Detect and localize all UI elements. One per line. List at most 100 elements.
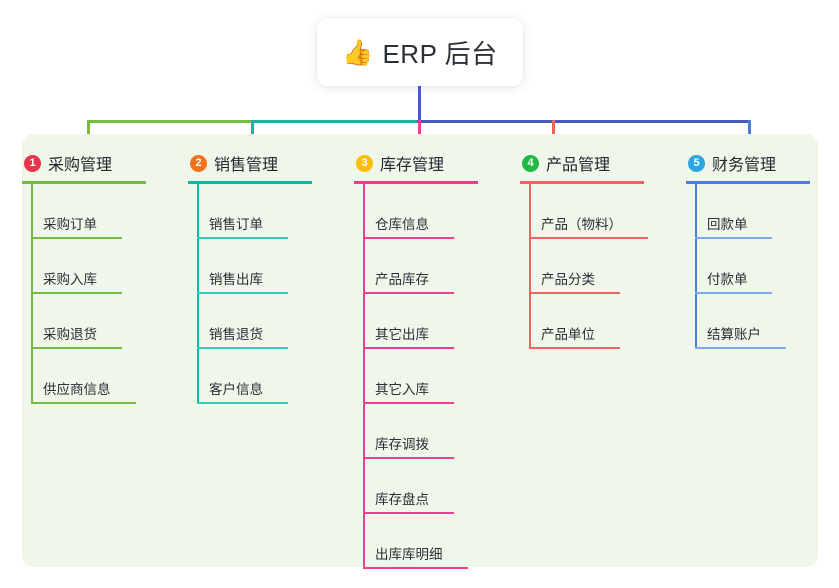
- module-badge-1: 1: [24, 154, 41, 172]
- module-item-rule: [363, 567, 468, 569]
- module-item-label: 其它入库: [375, 382, 429, 397]
- module-column-4: 4 产品管理产品（物料） 产品分类产品单位: [520, 150, 648, 349]
- module-header-rule-1: [22, 181, 146, 184]
- module-item-rule: [197, 402, 288, 404]
- module-item-label: 产品单位: [541, 327, 595, 342]
- module-column-5: 5 财务管理回款单付款单结算账户: [686, 150, 810, 349]
- module-item[interactable]: 供应商信息: [31, 349, 146, 404]
- module-item-label: 库存盘点: [375, 492, 429, 507]
- module-badge-2: 2: [190, 154, 207, 172]
- root-node-card[interactable]: 👍 ERP 后台: [317, 18, 523, 86]
- module-item[interactable]: 采购退货: [31, 294, 146, 349]
- module-header-2[interactable]: 2 销售管理: [188, 150, 312, 176]
- module-item-label: 其它出库: [375, 327, 429, 342]
- module-title-4: 产品管理: [546, 157, 611, 174]
- module-item-rule: [363, 237, 454, 239]
- connector-bar-segment-blue: [417, 120, 751, 123]
- module-header-4[interactable]: 4 产品管理: [520, 150, 644, 176]
- module-header-rule-4: [520, 181, 644, 184]
- module-item-rule: [529, 237, 648, 239]
- module-item-label: 产品（物料）: [541, 217, 622, 232]
- module-item-rule: [197, 347, 288, 349]
- module-item[interactable]: 其它出库: [363, 294, 478, 349]
- module-item[interactable]: 库存盘点: [363, 459, 478, 514]
- module-item-label: 销售订单: [209, 217, 263, 232]
- connector-trunk-vertical: [418, 86, 421, 122]
- module-item-rule: [363, 402, 454, 404]
- module-item-list-1: 采购订单采购入库采购退货供应商信息: [22, 184, 146, 404]
- module-header-rule-5: [686, 181, 810, 184]
- module-spine-5: [695, 184, 697, 349]
- module-item-rule: [31, 292, 122, 294]
- module-item-rule: [363, 292, 454, 294]
- module-title-1: 采购管理: [48, 157, 113, 174]
- module-item-rule: [31, 347, 122, 349]
- module-item[interactable]: 库存调拨: [363, 404, 478, 459]
- module-item-rule: [197, 292, 288, 294]
- module-item[interactable]: 结算账户: [695, 294, 810, 349]
- module-spine-3: [363, 184, 365, 569]
- module-item-label: 库存调拨: [375, 437, 429, 452]
- module-badge-4: 4: [522, 154, 539, 172]
- module-item-label: 结算账户: [707, 327, 761, 342]
- module-item-list-4: 产品（物料） 产品分类产品单位: [520, 184, 648, 349]
- module-item[interactable]: 出库库明细: [363, 514, 478, 569]
- module-item-label: 采购入库: [43, 272, 97, 287]
- module-item-label: 供应商信息: [43, 382, 111, 397]
- module-item[interactable]: 其它入库: [363, 349, 478, 404]
- module-spine-1: [31, 184, 33, 404]
- module-item[interactable]: 销售出库: [197, 239, 312, 294]
- module-header-rule-2: [188, 181, 312, 184]
- module-item-rule: [695, 292, 772, 294]
- module-item-label: 产品分类: [541, 272, 595, 287]
- module-item[interactable]: 客户信息: [197, 349, 312, 404]
- module-item[interactable]: 采购入库: [31, 239, 146, 294]
- module-item-list-5: 回款单付款单结算账户: [686, 184, 810, 349]
- root-node-title: ERP 后台: [382, 38, 498, 69]
- module-item-label: 产品库存: [375, 272, 429, 287]
- module-column-2: 2 销售管理销售订单销售出库销售退货客户信息: [188, 150, 312, 404]
- module-title-3: 库存管理: [380, 157, 445, 174]
- module-item[interactable]: 销售退货: [197, 294, 312, 349]
- module-item[interactable]: 仓库信息: [363, 184, 478, 239]
- module-item[interactable]: 产品分类: [529, 239, 644, 294]
- module-item[interactable]: 产品单位: [529, 294, 644, 349]
- module-spine-2: [197, 184, 199, 404]
- module-header-5[interactable]: 5 财务管理: [686, 150, 810, 176]
- module-title-2: 销售管理: [214, 157, 279, 174]
- module-item-list-3: 仓库信息产品库存其它出库其它入库库存调拨库存盘点出库库明细: [354, 184, 478, 569]
- module-item-rule: [695, 237, 772, 239]
- module-item[interactable]: 销售订单: [197, 184, 312, 239]
- module-item-label: 销售退货: [209, 327, 263, 342]
- module-item-label: 客户信息: [209, 382, 263, 397]
- thumbs-up-icon: 👍: [342, 37, 374, 67]
- module-item-rule: [363, 347, 454, 349]
- module-header-1[interactable]: 1 采购管理: [22, 150, 146, 176]
- module-item[interactable]: 付款单: [695, 239, 810, 294]
- module-item-rule: [363, 457, 454, 459]
- module-item-rule: [31, 237, 122, 239]
- module-item-rule: [197, 237, 288, 239]
- module-spine-4: [529, 184, 531, 349]
- modules-panel: [22, 134, 818, 567]
- module-item[interactable]: 回款单: [695, 184, 810, 239]
- module-item-label: 采购订单: [43, 217, 97, 232]
- module-item-rule: [31, 402, 136, 404]
- module-item[interactable]: 产品库存: [363, 239, 478, 294]
- module-item[interactable]: 产品（物料）: [529, 184, 648, 239]
- module-title-5: 财务管理: [712, 157, 777, 174]
- module-item-rule: [529, 292, 620, 294]
- module-header-rule-3: [354, 181, 478, 184]
- module-item-label: 销售出库: [209, 272, 263, 287]
- module-item-rule: [363, 512, 454, 514]
- module-badge-5: 5: [688, 154, 705, 172]
- module-item-label: 回款单: [707, 217, 748, 232]
- module-item-rule: [529, 347, 620, 349]
- module-item[interactable]: 采购订单: [31, 184, 146, 239]
- module-item-label: 出库库明细: [375, 547, 443, 562]
- connector-bar-segment-green: [87, 120, 253, 123]
- module-item-rule: [695, 347, 786, 349]
